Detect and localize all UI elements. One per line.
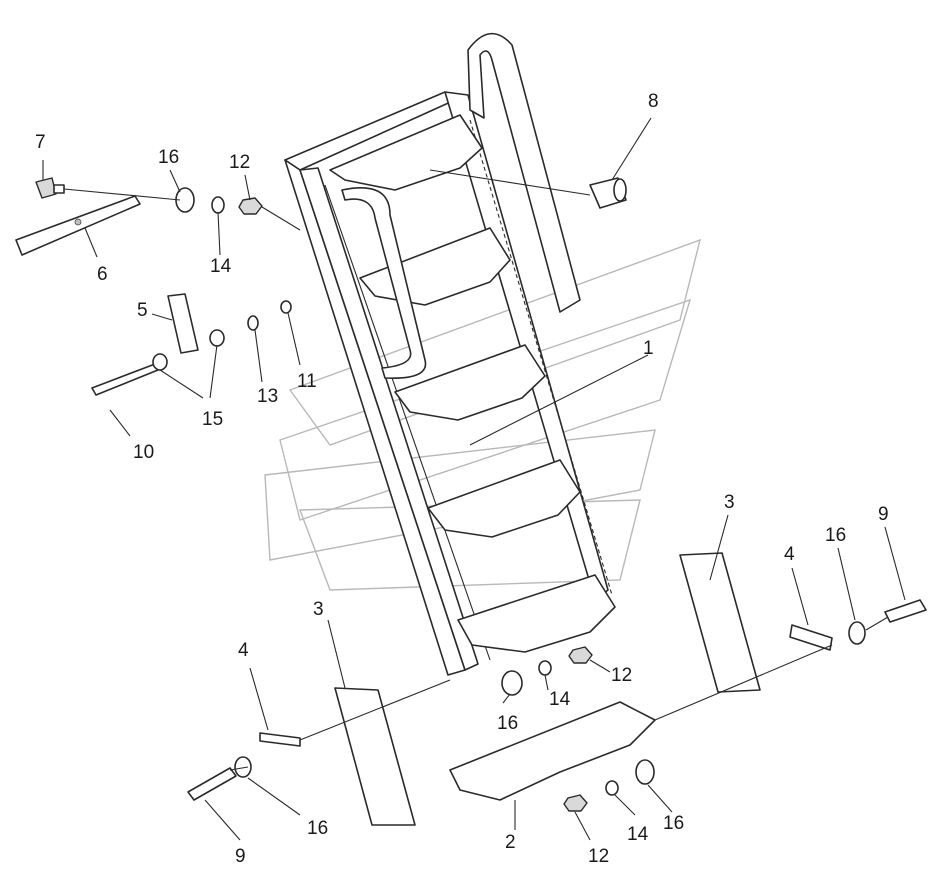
hand-rail [341, 32, 581, 379]
callout-14-mid: 14 [549, 689, 571, 710]
callout-4-right: 4 [784, 544, 795, 565]
plate-part-5 [167, 293, 199, 354]
right-mount-assembly [679, 552, 927, 693]
callout-14-top: 14 [210, 256, 232, 277]
left-mount-assembly [187, 687, 416, 826]
callout-3-right: 3 [724, 492, 735, 513]
callout-2: 2 [505, 832, 516, 853]
callout-3-left: 3 [313, 599, 324, 620]
callout-12-mid: 12 [611, 665, 632, 686]
sleeve-part-8 [589, 177, 627, 209]
ladder-steps [329, 114, 616, 653]
callout-16-mid: 16 [497, 713, 518, 734]
bottom-step-part-2 [449, 646, 656, 812]
callout-9-left: 9 [235, 846, 246, 867]
callout-13: 13 [257, 386, 278, 407]
callout-7: 7 [35, 132, 46, 153]
callout-labels: 7 6 16 12 14 5 15 13 11 10 8 1 3 4 16 9 … [35, 91, 889, 867]
bracket-part-6 [15, 195, 141, 256]
callout-12-top: 12 [229, 152, 250, 173]
callout-15: 15 [202, 409, 223, 430]
top-fasteners [175, 187, 263, 215]
callout-14-bottom: 14 [627, 824, 649, 845]
bolt-part-7 [35, 177, 65, 199]
callout-16-bottom-left: 16 [307, 818, 328, 839]
callout-5: 5 [137, 300, 148, 321]
callout-4-left: 4 [238, 640, 249, 661]
callout-16-top: 16 [158, 147, 179, 168]
callout-8: 8 [648, 91, 659, 112]
callout-11: 11 [297, 371, 317, 392]
callout-16-bottom-right: 16 [663, 813, 684, 834]
leader-lines [42, 117, 906, 841]
callout-10: 10 [133, 442, 154, 463]
callout-9-right: 9 [878, 504, 889, 525]
left-fasteners [91, 300, 292, 396]
callout-16-right: 16 [825, 525, 846, 546]
callout-1: 1 [643, 338, 654, 359]
callout-12-bottom: 12 [588, 846, 609, 867]
callout-6: 6 [97, 264, 108, 285]
